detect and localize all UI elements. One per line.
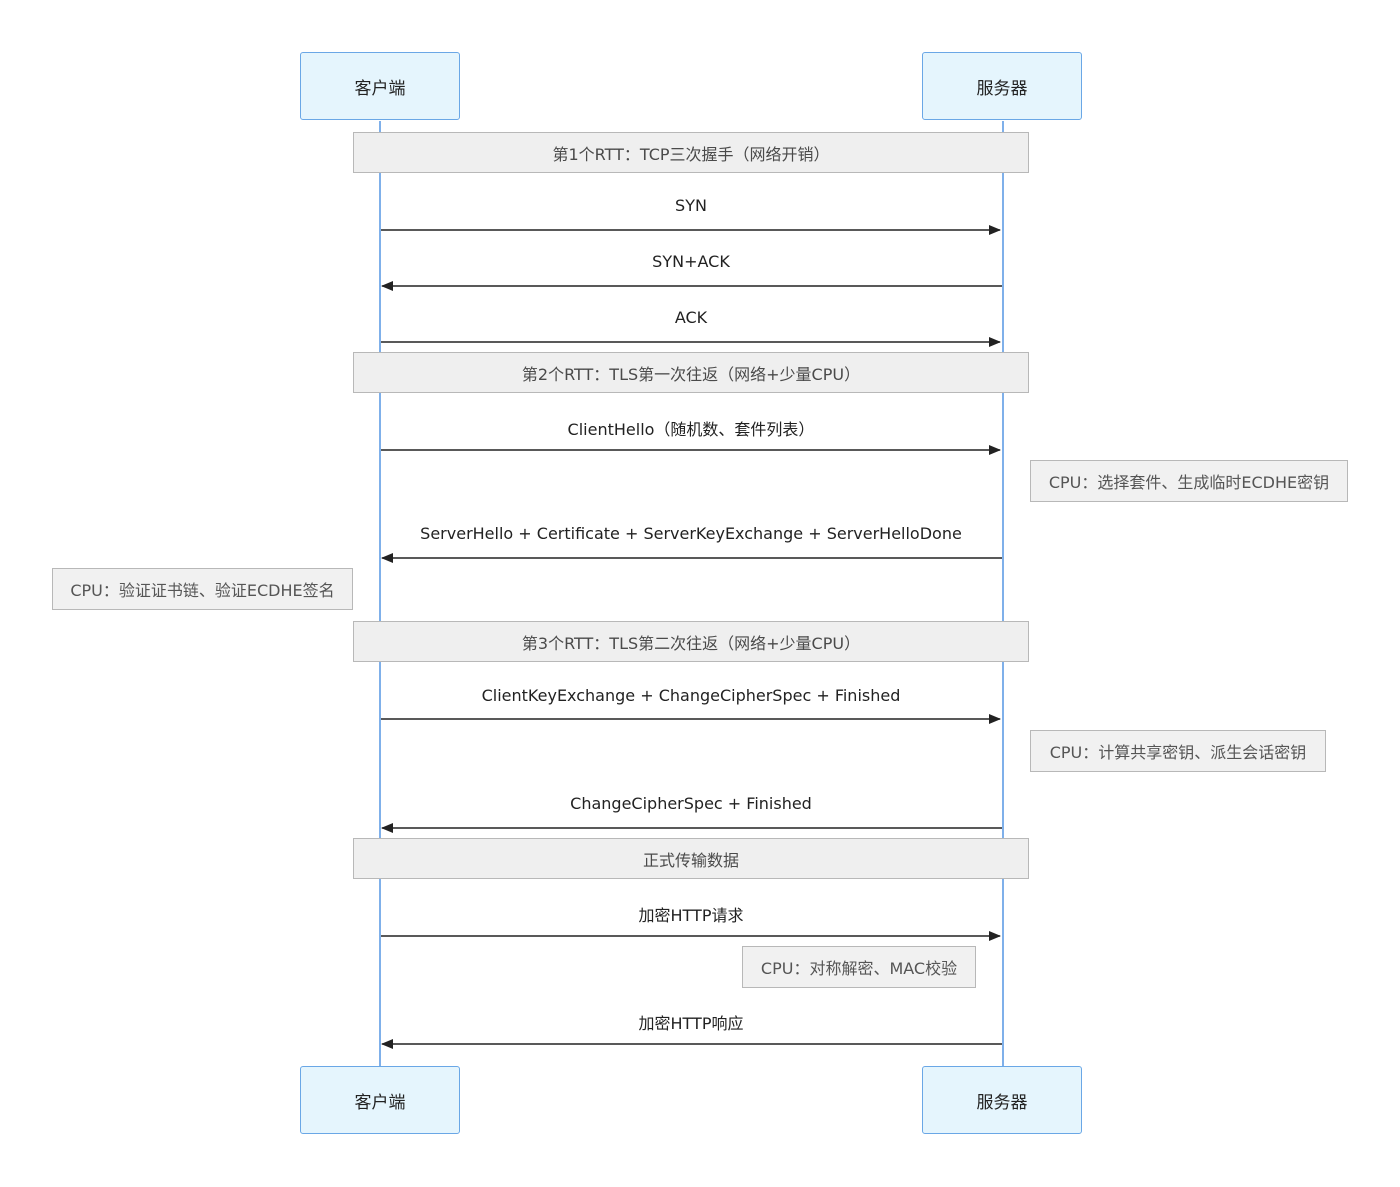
client-actor-label: 客户端 — [354, 1092, 406, 1113]
message-label-client-hello: ClientHello（随机数、套件列表） — [567, 420, 815, 439]
server-actor-bottom: 服务器 — [922, 1066, 1082, 1134]
client-actor-label: 客户端 — [354, 78, 406, 99]
message-label-syn-ack: SYN+ACK — [652, 252, 730, 271]
note-server-select-suite: CPU：选择套件、生成临时ECDHE密钥 — [1030, 460, 1348, 502]
note-client-verify-cert: CPU：验证证书链、验证ECDHE签名 — [52, 568, 353, 610]
phase-band-data-transfer: 正式传输数据 — [353, 838, 1029, 879]
message-label-server-hello: ServerHello + Certificate + ServerKeyExc… — [420, 524, 962, 543]
server-actor-top: 服务器 — [922, 52, 1082, 120]
server-actor-label: 服务器 — [976, 78, 1028, 99]
message-label-http-response: 加密HTTP响应 — [638, 1014, 744, 1033]
message-label-client-key-exchange: ClientKeyExchange + ChangeCipherSpec + F… — [481, 686, 901, 705]
phase-label: 正式传输数据 — [642, 850, 739, 870]
client-lifeline — [379, 121, 381, 1066]
server-lifeline — [1002, 121, 1004, 1066]
note-server-compute-key: CPU：计算共享密钥、派生会话密钥 — [1030, 730, 1326, 772]
client-actor-top: 客户端 — [300, 52, 460, 120]
message-label-ack: ACK — [674, 308, 708, 327]
phase-band-rtt3: 第3个RTT：TLS第二次往返（网络+少量CPU） — [353, 621, 1029, 662]
phase-band-rtt2: 第2个RTT：TLS第一次往返（网络+少量CPU） — [353, 352, 1029, 393]
message-label-http-request: 加密HTTP请求 — [638, 906, 744, 925]
note-server-decrypt: CPU：对称解密、MAC校验 — [742, 946, 976, 988]
message-label-syn: SYN — [675, 196, 707, 215]
phase-label: 第2个RTT：TLS第一次往返（网络+少量CPU） — [521, 364, 861, 384]
server-actor-label: 服务器 — [976, 1092, 1028, 1113]
client-actor-bottom: 客户端 — [300, 1066, 460, 1134]
phase-label: 第1个RTT：TCP三次握手（网络开销） — [552, 144, 830, 164]
phase-band-rtt1: 第1个RTT：TCP三次握手（网络开销） — [353, 132, 1029, 173]
phase-label: 第3个RTT：TLS第二次往返（网络+少量CPU） — [521, 633, 861, 653]
message-label-change-cipher-spec: ChangeCipherSpec + Finished — [570, 794, 812, 813]
